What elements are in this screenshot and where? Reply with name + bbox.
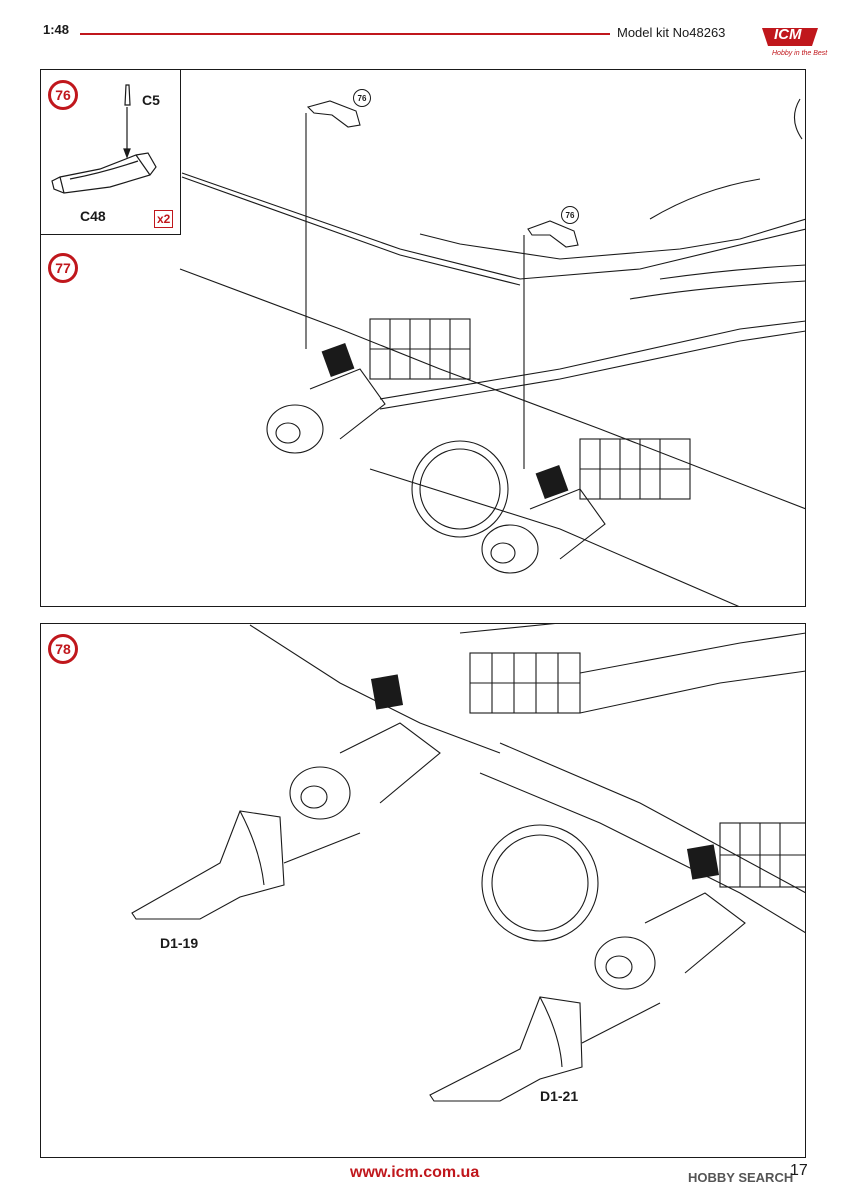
step-number-77: 77 [48,253,78,283]
page-number: 17 [790,1162,808,1179]
scale-label: 1:48 [43,22,70,37]
kit-title: Model kit No48263 [617,25,726,40]
callout-76-right: 76 [561,206,579,224]
watermark: HOBBY SEARCH [688,1170,794,1185]
logo-tagline: Hobby in the Best [772,50,828,57]
header-rule [80,33,610,35]
wing-nacelle-drawing-top [179,98,806,607]
logo-text: ICM [774,26,802,43]
step-number-78: 78 [48,634,78,664]
assembly-panel-top [40,69,806,607]
step-number-inset: 76 [48,80,78,110]
inset-drawing [51,84,157,194]
wing-nacelle-drawing-bottom [131,623,806,1102]
assembly-panel-bottom [40,623,806,1158]
quantity-badge: x2 [154,210,174,228]
part-label-d1-19: D1-19 [160,935,199,951]
part-label-c48: C48 [80,208,106,224]
subassembly-inset [40,69,181,235]
icm-logo [762,28,818,48]
part-label-d1-21: D1-21 [540,1088,579,1104]
footer-url[interactable]: www.icm.com.ua [350,1164,480,1181]
callout-76-left: 76 [353,89,371,107]
part-label-c5: C5 [142,92,160,108]
